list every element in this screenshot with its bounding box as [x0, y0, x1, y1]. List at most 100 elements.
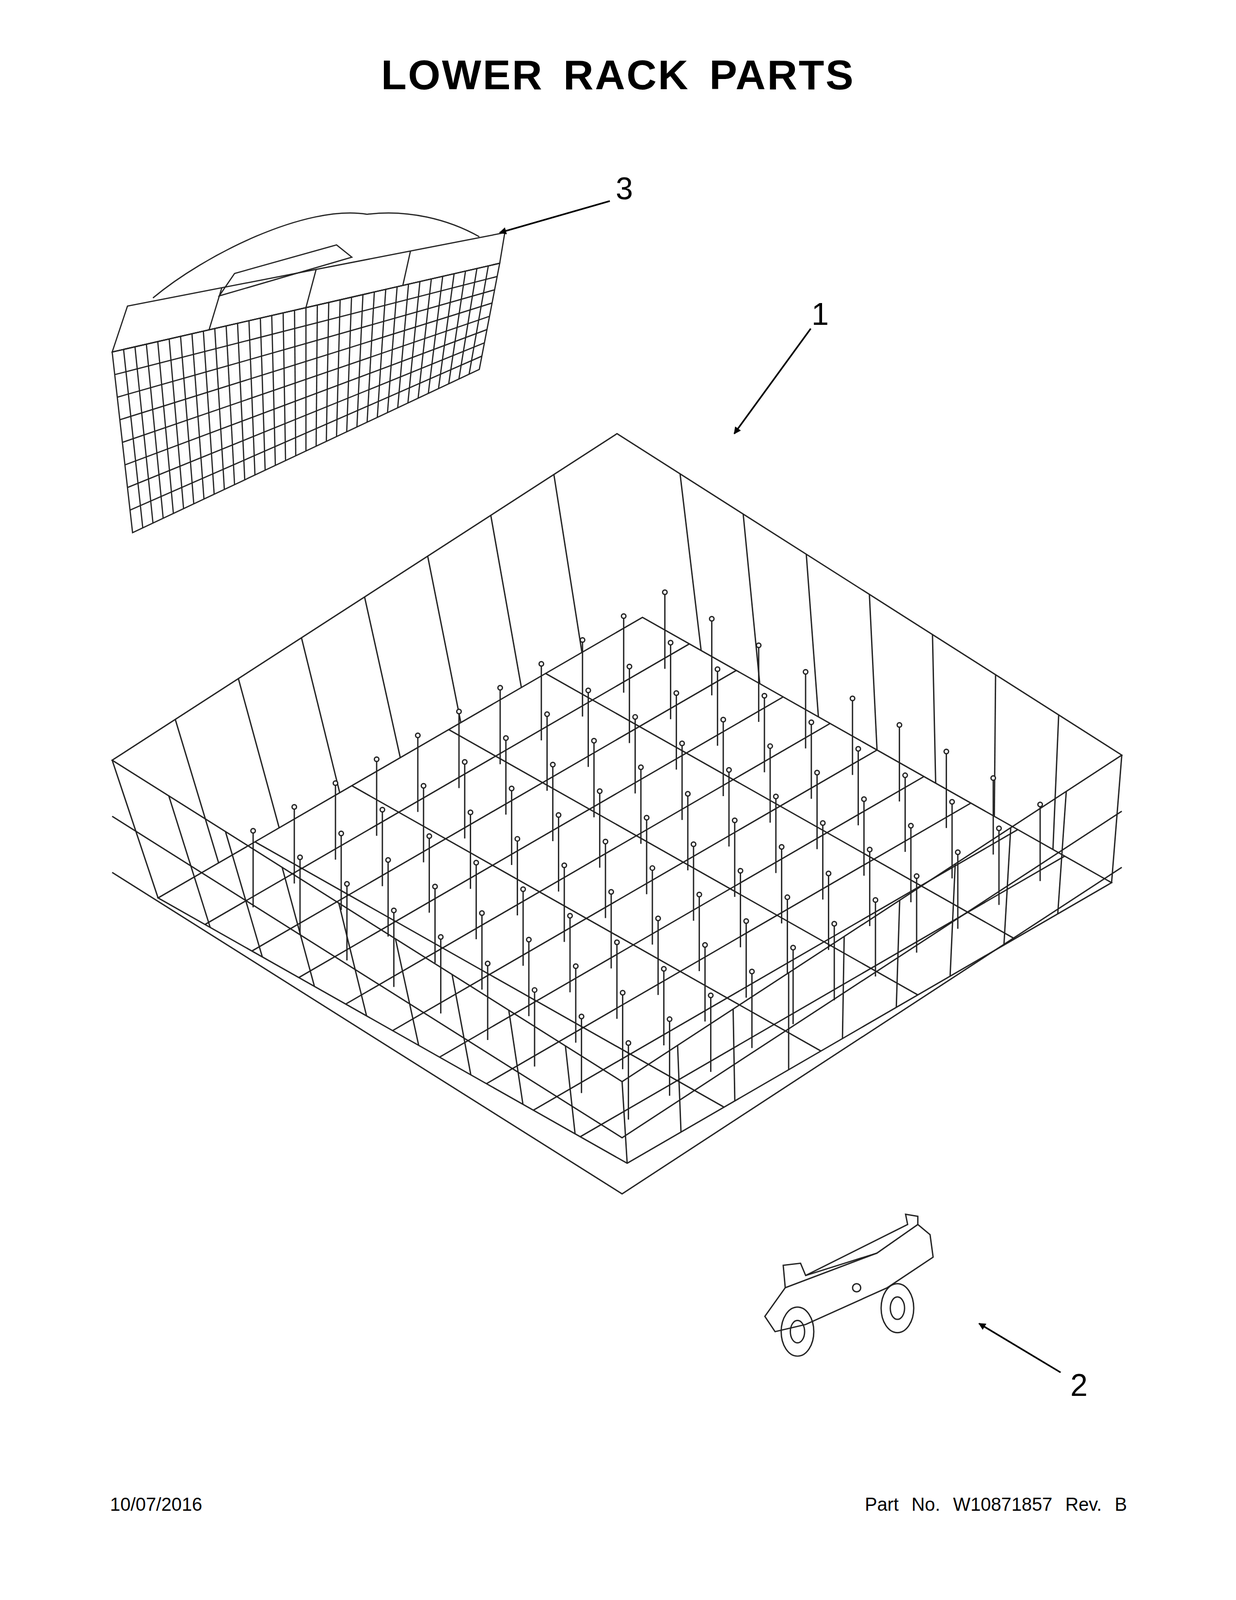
- tine-tip: [814, 770, 820, 775]
- tine-tip: [873, 897, 878, 903]
- tine-tip: [580, 637, 585, 642]
- tine-tip: [485, 961, 490, 966]
- tine-tip: [391, 907, 397, 913]
- rack-tine: [792, 947, 794, 1025]
- tine-tip: [709, 616, 714, 621]
- tine-tip: [292, 804, 297, 809]
- tine-tip: [338, 830, 344, 836]
- rack-tine: [475, 862, 477, 939]
- rack-tine: [534, 989, 536, 1067]
- rack-tine: [422, 785, 425, 863]
- tine-tip: [897, 722, 902, 728]
- tine-tip: [668, 640, 673, 645]
- tine-tip: [773, 793, 778, 799]
- tine-tip: [808, 719, 814, 725]
- rack-tine: [805, 671, 807, 749]
- tine-tip: [767, 743, 773, 748]
- rack-tine: [604, 841, 607, 919]
- basket-front: [111, 263, 500, 533]
- rack-tine: [487, 963, 489, 1040]
- tine-tip: [591, 738, 597, 743]
- tine-tip: [1037, 802, 1043, 807]
- tine-tip: [638, 764, 644, 770]
- rack-wire: [452, 974, 472, 1075]
- rack-tine: [428, 836, 430, 913]
- rack-tine: [851, 697, 854, 775]
- rack-tine: [334, 782, 337, 860]
- rack-wire: [301, 637, 340, 793]
- silverware-basket: [111, 212, 505, 533]
- tine-tip: [826, 871, 831, 876]
- lower-rack: [111, 433, 1122, 1194]
- rack-tine: [634, 716, 636, 794]
- rack-tine: [393, 910, 395, 987]
- rack-tine: [827, 872, 830, 950]
- rack-tine: [581, 639, 584, 717]
- rack-floor-wire: [252, 670, 737, 951]
- rack-tine: [622, 616, 625, 693]
- rack-tine: [252, 830, 254, 908]
- wheel-hub: [790, 1319, 805, 1343]
- basket-divider: [305, 269, 317, 308]
- rack-wire: [508, 1010, 523, 1105]
- leader-arrows: [499, 201, 1061, 1373]
- rack-tine: [874, 899, 877, 977]
- tine-tip: [497, 685, 503, 690]
- rack-tine: [628, 666, 631, 744]
- tine-tip: [861, 796, 867, 802]
- rack-tine: [522, 888, 524, 966]
- rack-tine: [651, 867, 654, 945]
- rack-tine: [904, 775, 906, 852]
- rack-tine: [675, 692, 678, 770]
- tine-tip: [662, 589, 667, 595]
- rack-tine: [528, 939, 530, 1016]
- tine-tip: [649, 865, 655, 871]
- tine-tip: [644, 815, 649, 820]
- callout-number: 1: [811, 298, 829, 330]
- tine-tip: [562, 862, 567, 868]
- rack-wire: [395, 938, 419, 1046]
- tine-tip: [950, 799, 955, 804]
- rack-wire: [554, 474, 583, 653]
- tine-tip: [597, 788, 603, 793]
- rack-wire: [238, 678, 280, 828]
- wheel: [881, 1283, 914, 1333]
- tine-tip: [550, 761, 555, 767]
- rack-tine: [346, 883, 348, 961]
- rack-tine: [546, 713, 548, 791]
- tine-tip: [785, 894, 790, 900]
- rack-tine: [640, 767, 642, 844]
- rack-tine: [557, 814, 560, 892]
- leader-arrow: [979, 1323, 1061, 1373]
- rack-tine: [646, 817, 648, 894]
- tine-tip: [680, 741, 685, 746]
- rack-rail: [111, 867, 1122, 1194]
- rack-wire: [1057, 791, 1067, 914]
- rack-tine: [569, 915, 571, 993]
- rack-wire: [175, 719, 219, 863]
- rack-tine: [434, 886, 436, 964]
- tine-tip: [685, 791, 690, 796]
- tine-tip: [503, 735, 508, 741]
- tine-tip: [421, 783, 426, 788]
- tine-tip: [667, 1016, 672, 1021]
- rack-wire: [427, 555, 461, 723]
- tine-tip: [374, 756, 379, 761]
- tine-tip: [749, 968, 755, 974]
- rack-tine: [710, 995, 712, 1072]
- tine-tip: [567, 913, 572, 918]
- rack-tine: [945, 751, 948, 828]
- rack-tine: [458, 711, 460, 789]
- tine-tip: [903, 772, 908, 777]
- rack-wire: [491, 515, 522, 688]
- rack-tine: [833, 923, 836, 1000]
- rack-tine: [810, 722, 812, 799]
- tine-tip: [456, 709, 461, 714]
- rack-tine: [869, 849, 871, 926]
- rack-tine: [657, 918, 659, 995]
- tine-tip: [620, 990, 625, 995]
- rack-tine: [293, 806, 296, 884]
- rack-wire: [932, 634, 936, 783]
- tine-tip: [586, 687, 591, 693]
- diagram-title: LOWER RACK PARTS: [380, 53, 855, 96]
